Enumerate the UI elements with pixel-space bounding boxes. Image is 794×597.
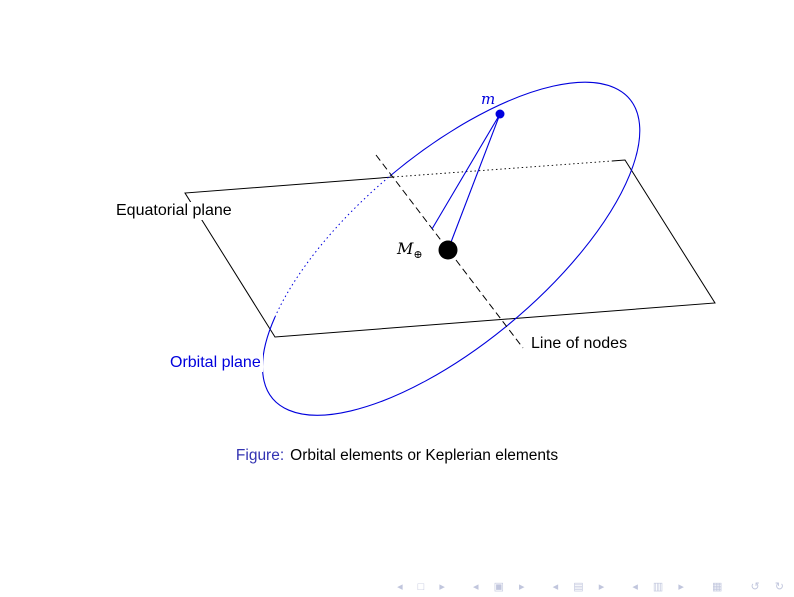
equatorial-plane-label: Equatorial plane: [114, 202, 234, 221]
equatorial-plane-outline: [184, 159, 716, 338]
figure-caption-name: Figure:: [235, 447, 285, 464]
figure-caption-text: Orbital elements or Keplerian elements: [290, 447, 559, 464]
orbital-plane-label: Orbital plane: [168, 354, 263, 373]
earth-subscript-icon: ⊕: [413, 248, 423, 262]
satellite-earth-radius-line: [447, 113, 501, 251]
orbit-ellipse-hidden-arc: [274, 175, 391, 318]
equatorial-plane-hidden-edge: [392, 160, 613, 178]
beamer-navigation-bar[interactable]: ◂ □ ▸ ◂ ▣ ▸ ◂ ▤ ▸ ◂ ▥ ▸ ▦ ↺ ↻: [397, 581, 786, 593]
figure-caption: Figure: Orbital elements or Keplerian ele…: [0, 447, 794, 465]
orbit-ellipse-visible-arc: [261, 81, 641, 416]
earth-dot: [438, 240, 458, 260]
satellite-node-line: [431, 113, 501, 230]
line-of-nodes-label: Line of nodes: [531, 335, 628, 352]
satellite-dot: [495, 109, 505, 119]
earth-mass-symbol: M: [397, 239, 414, 258]
satellite-mass-label: m: [481, 90, 496, 108]
earth-mass-label: M⊕: [397, 239, 423, 261]
